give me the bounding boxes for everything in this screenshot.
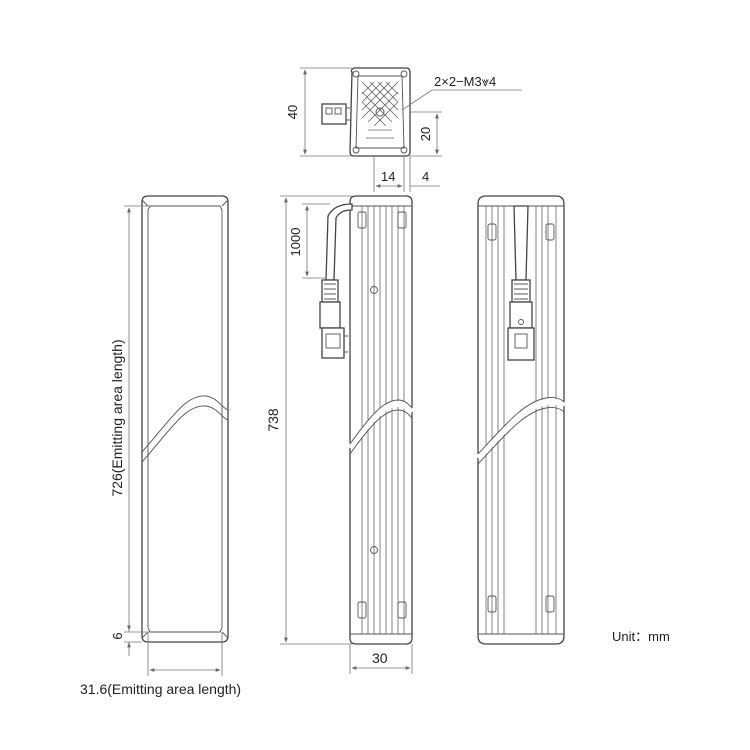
front-emitting-view: 726(Emitting area length) 6 31.6(Emittin… (80, 195, 241, 697)
dim-cable-length: 1000 (288, 228, 303, 257)
screw-hole-bottom-left (352, 146, 360, 154)
mount-screw-upper (370, 286, 378, 294)
cable (319, 203, 353, 359)
thread-callout: 2×2−M3⩔4 (434, 74, 496, 89)
screw-hole-top-right (400, 70, 408, 78)
screw-hole-top-left (352, 70, 360, 78)
dim-width-4: 4 (422, 169, 429, 184)
back-cable (507, 205, 535, 361)
unit-label: Unit：mm (612, 629, 670, 644)
screw-hole-bottom-right (400, 146, 408, 154)
dim-width-30: 30 (372, 650, 388, 666)
dim-total-length: 738 (265, 408, 281, 432)
dim-emitting-width: 31.6(Emitting area length) (80, 681, 241, 697)
mount-screw-lower (370, 546, 378, 554)
dim-emitting-length: 726(Emitting area length) (109, 339, 125, 496)
dim-width-14: 14 (381, 169, 395, 184)
dim-height-40: 40 (285, 105, 300, 119)
dim-offset-20: 20 (418, 127, 433, 141)
side-view-with-cable: 1000 738 30 (265, 195, 415, 674)
side-connector (321, 103, 350, 125)
dim-end-6: 6 (110, 632, 125, 639)
back-view (475, 195, 567, 645)
center-mount-hole (375, 107, 385, 117)
top-end-view: 40 2×2−M3⩔4 20 14 4 (285, 67, 522, 192)
